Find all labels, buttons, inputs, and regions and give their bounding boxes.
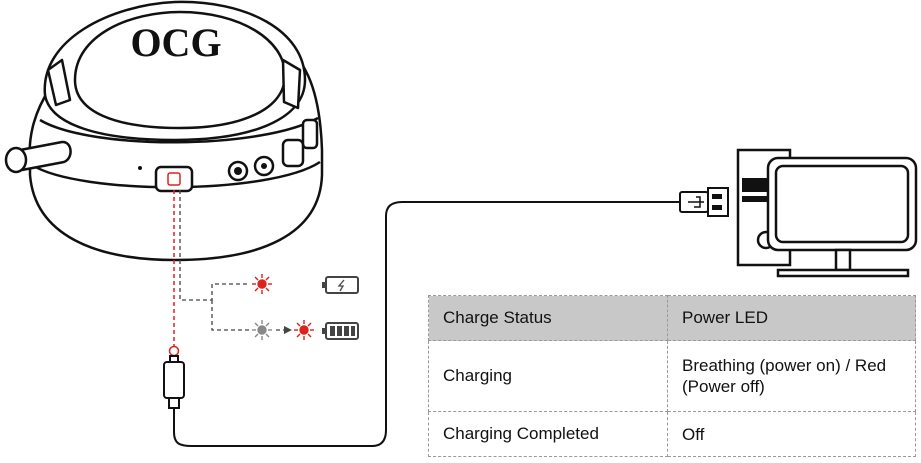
charge-path-dashed xyxy=(173,190,290,346)
grey-led-icon xyxy=(252,320,272,340)
cell-power-led: Breathing (power on) / Red (Power off) xyxy=(667,340,916,412)
computer-icon xyxy=(736,148,918,278)
arrow-icon xyxy=(284,326,292,334)
header-charge-status: Charge Status xyxy=(428,295,668,341)
charge-status-table: Charge Status Power LED Charging Breathi… xyxy=(428,295,916,457)
battery-full-icon xyxy=(322,322,359,340)
connector-node xyxy=(168,345,180,357)
usb-a-plug-icon xyxy=(679,187,729,217)
cell-power-led: Off xyxy=(667,411,916,457)
red-led-icon xyxy=(252,274,272,294)
usb-c-plug-icon xyxy=(163,355,185,409)
table-row: Charging Breathing (power on) / Red (Pow… xyxy=(428,340,916,412)
red-led-icon xyxy=(294,320,314,340)
cell-status: Charging xyxy=(428,340,668,412)
table-header-row: Charge Status Power LED xyxy=(428,295,916,341)
brand-logo: OCG xyxy=(130,20,221,65)
usb-cable xyxy=(173,201,680,447)
cell-status: Charging Completed xyxy=(428,411,668,457)
table-row: Charging Completed Off xyxy=(428,411,916,457)
battery-charging-icon xyxy=(322,276,359,294)
headset-icon xyxy=(4,0,324,262)
header-power-led: Power LED xyxy=(667,295,916,341)
